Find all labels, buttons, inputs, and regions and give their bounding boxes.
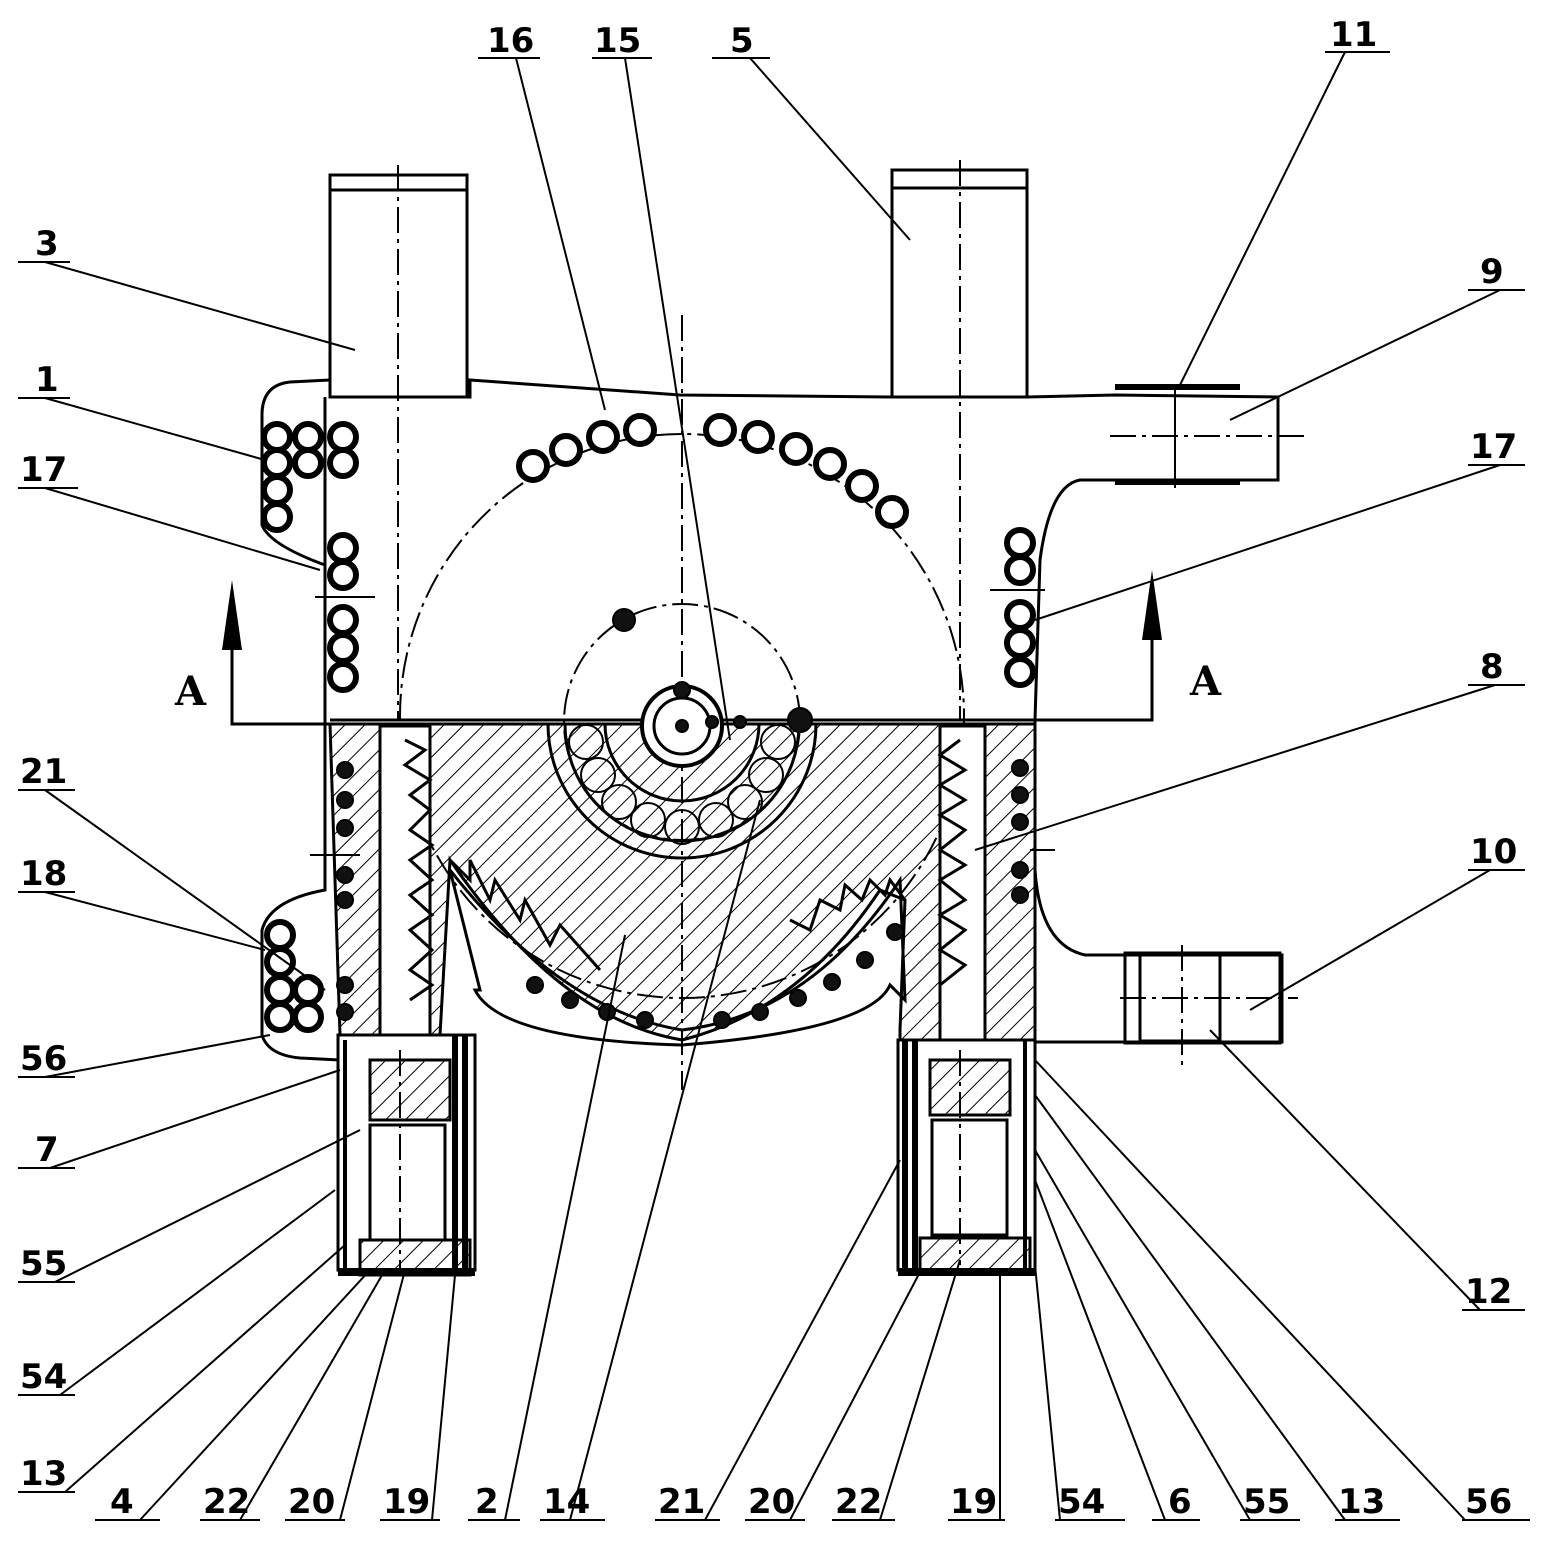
port-10 bbox=[1120, 945, 1298, 1065]
label-22-right: 22 bbox=[835, 1482, 882, 1522]
label-14: 14 bbox=[543, 1482, 590, 1522]
label-13-right: 13 bbox=[1338, 1482, 1385, 1522]
label-18: 18 bbox=[20, 854, 67, 894]
label-1: 1 bbox=[35, 360, 59, 400]
label-56-left: 56 bbox=[20, 1039, 67, 1079]
label-20-left: 20 bbox=[288, 1482, 335, 1522]
label-16: 16 bbox=[487, 21, 534, 61]
label-17-right: 17 bbox=[1470, 427, 1517, 467]
label-54-right: 54 bbox=[1058, 1482, 1105, 1522]
side-balls bbox=[261, 421, 1036, 1033]
label-56-right: 56 bbox=[1465, 1482, 1512, 1522]
label-13-left: 13 bbox=[20, 1454, 67, 1494]
label-54-left: 54 bbox=[20, 1357, 67, 1397]
label-6: 6 bbox=[1168, 1482, 1192, 1522]
leader-lines bbox=[18, 51, 1530, 1521]
label-7: 7 bbox=[35, 1130, 59, 1170]
label-5: 5 bbox=[730, 21, 754, 61]
label-19-left: 19 bbox=[383, 1482, 430, 1522]
right-rack bbox=[399, 724, 1037, 1276]
housing-outline bbox=[260, 378, 1284, 1062]
section-label-right: A bbox=[1189, 658, 1222, 705]
lower-ball-arc bbox=[526, 923, 904, 1029]
label-20-right: 20 bbox=[748, 1482, 795, 1522]
upper-ball-ring bbox=[516, 413, 909, 529]
label-55-right: 55 bbox=[1243, 1482, 1290, 1522]
label-12: 12 bbox=[1465, 1272, 1512, 1312]
label-10: 10 bbox=[1470, 832, 1517, 872]
label-11: 11 bbox=[1330, 15, 1377, 55]
port-9 bbox=[1110, 384, 1308, 488]
label-8: 8 bbox=[1480, 647, 1504, 687]
label-17-left: 17 bbox=[20, 450, 67, 490]
section-label-left: A bbox=[174, 668, 207, 715]
hatched-body bbox=[328, 722, 1037, 1042]
label-9: 9 bbox=[1480, 252, 1504, 292]
label-3: 3 bbox=[35, 224, 59, 264]
label-2: 2 bbox=[475, 1482, 499, 1522]
left-rack bbox=[336, 724, 477, 1277]
label-19-right: 19 bbox=[950, 1482, 997, 1522]
label-55-left: 55 bbox=[20, 1244, 67, 1284]
label-21-right: 21 bbox=[658, 1482, 705, 1522]
label-4: 4 bbox=[110, 1482, 134, 1522]
label-21-left: 21 bbox=[20, 752, 67, 792]
label-22-left: 22 bbox=[203, 1482, 250, 1522]
bearing bbox=[546, 722, 818, 860]
section-arrows bbox=[222, 570, 1162, 726]
label-15: 15 bbox=[594, 21, 641, 61]
